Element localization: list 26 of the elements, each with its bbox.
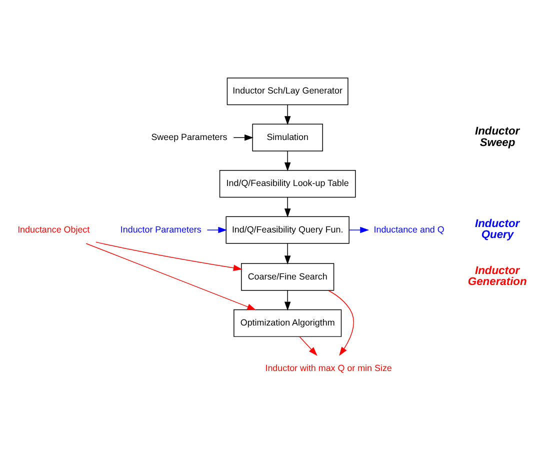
arrow (299, 336, 318, 356)
arrow (284, 104, 291, 125)
node-box: Ind/Q/Feasibility Look-up Table (219, 170, 356, 198)
arrow (328, 290, 354, 356)
node-text: Sweep Parameters (151, 131, 228, 142)
node-text: Inductance and Q (374, 224, 444, 234)
label: Inductor Generation (468, 264, 527, 288)
node-text: Inductor Parameters (120, 224, 202, 234)
arrow (233, 134, 254, 140)
arrow (348, 226, 370, 233)
arrow (284, 242, 291, 264)
arrow (284, 150, 291, 171)
node-box: Coarse/Fine Search (241, 262, 334, 290)
node-box: Ind/Q/Feasibility Query Fun. (226, 216, 350, 244)
arrow (206, 226, 228, 233)
label: Inductor Query (475, 218, 520, 241)
arrow (284, 196, 291, 217)
label: Inductor Sweep (475, 125, 520, 148)
arrow (284, 290, 291, 310)
arrow (86, 242, 256, 310)
node-box: Inductor Sch/Lay Generator (226, 77, 348, 105)
node-box: Simulation (252, 123, 323, 151)
node-text: Inductor with max Q or min Size (265, 362, 392, 372)
node-box: Optimization Algorigthm (234, 308, 342, 336)
arrow (96, 241, 242, 270)
node-text: Inductance Object (18, 224, 90, 234)
